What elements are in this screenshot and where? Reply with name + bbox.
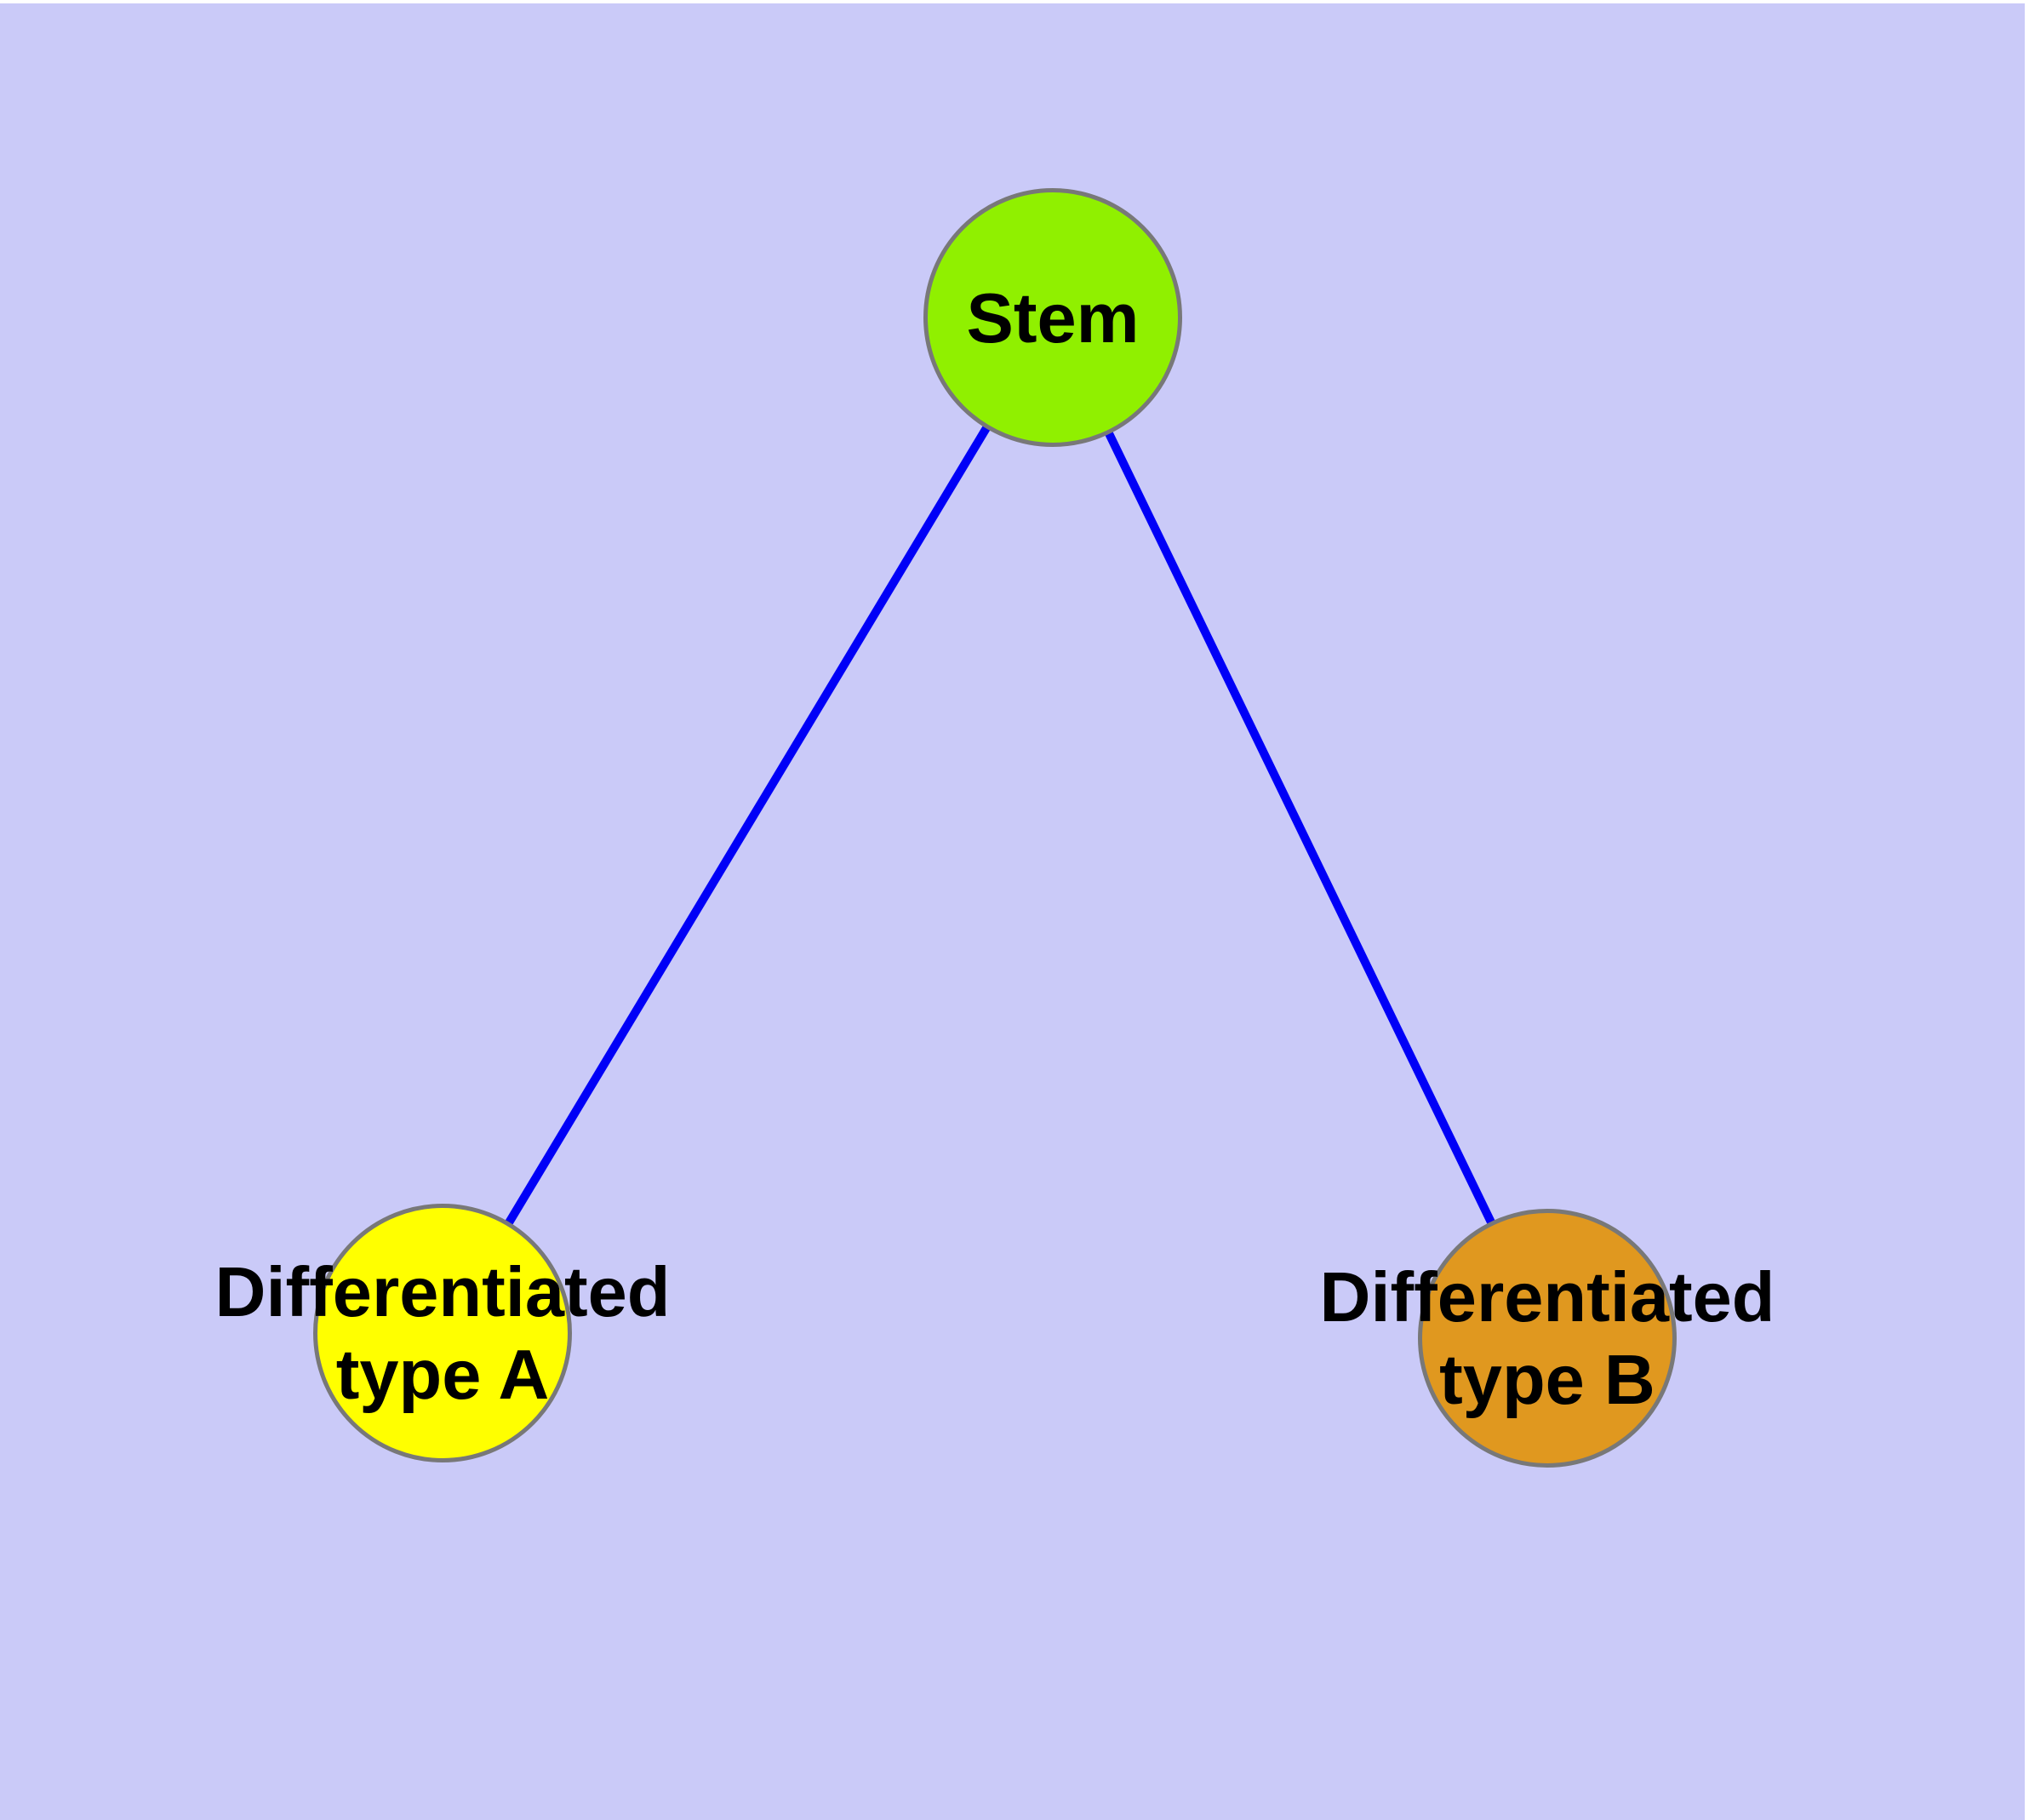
page-top-margin <box>0 0 2029 3</box>
edge-stem-to-type-a <box>438 315 1057 1336</box>
node-label-line: Stem <box>966 278 1140 358</box>
node-stem[interactable]: Stem <box>923 188 1182 447</box>
node-type-b-label: Differentiated type B <box>1320 1256 1775 1421</box>
page-right-margin <box>2025 0 2029 1820</box>
node-differentiated-type-a[interactable]: Differentiated type A <box>215 1204 670 1462</box>
node-type-a-label: Differentiated type A <box>215 1251 671 1416</box>
node-label-line: Differentiated <box>214 1252 671 1331</box>
node-differentiated-type-b[interactable]: Differentiated type B <box>1320 1209 1775 1468</box>
edge-stem-to-type-b <box>1049 315 1552 1341</box>
node-label-line: type A <box>335 1335 550 1414</box>
node-stem-label: Stem <box>967 277 1140 359</box>
node-label-line: type B <box>1439 1340 1655 1419</box>
node-label-line: Differentiated <box>1319 1257 1775 1336</box>
